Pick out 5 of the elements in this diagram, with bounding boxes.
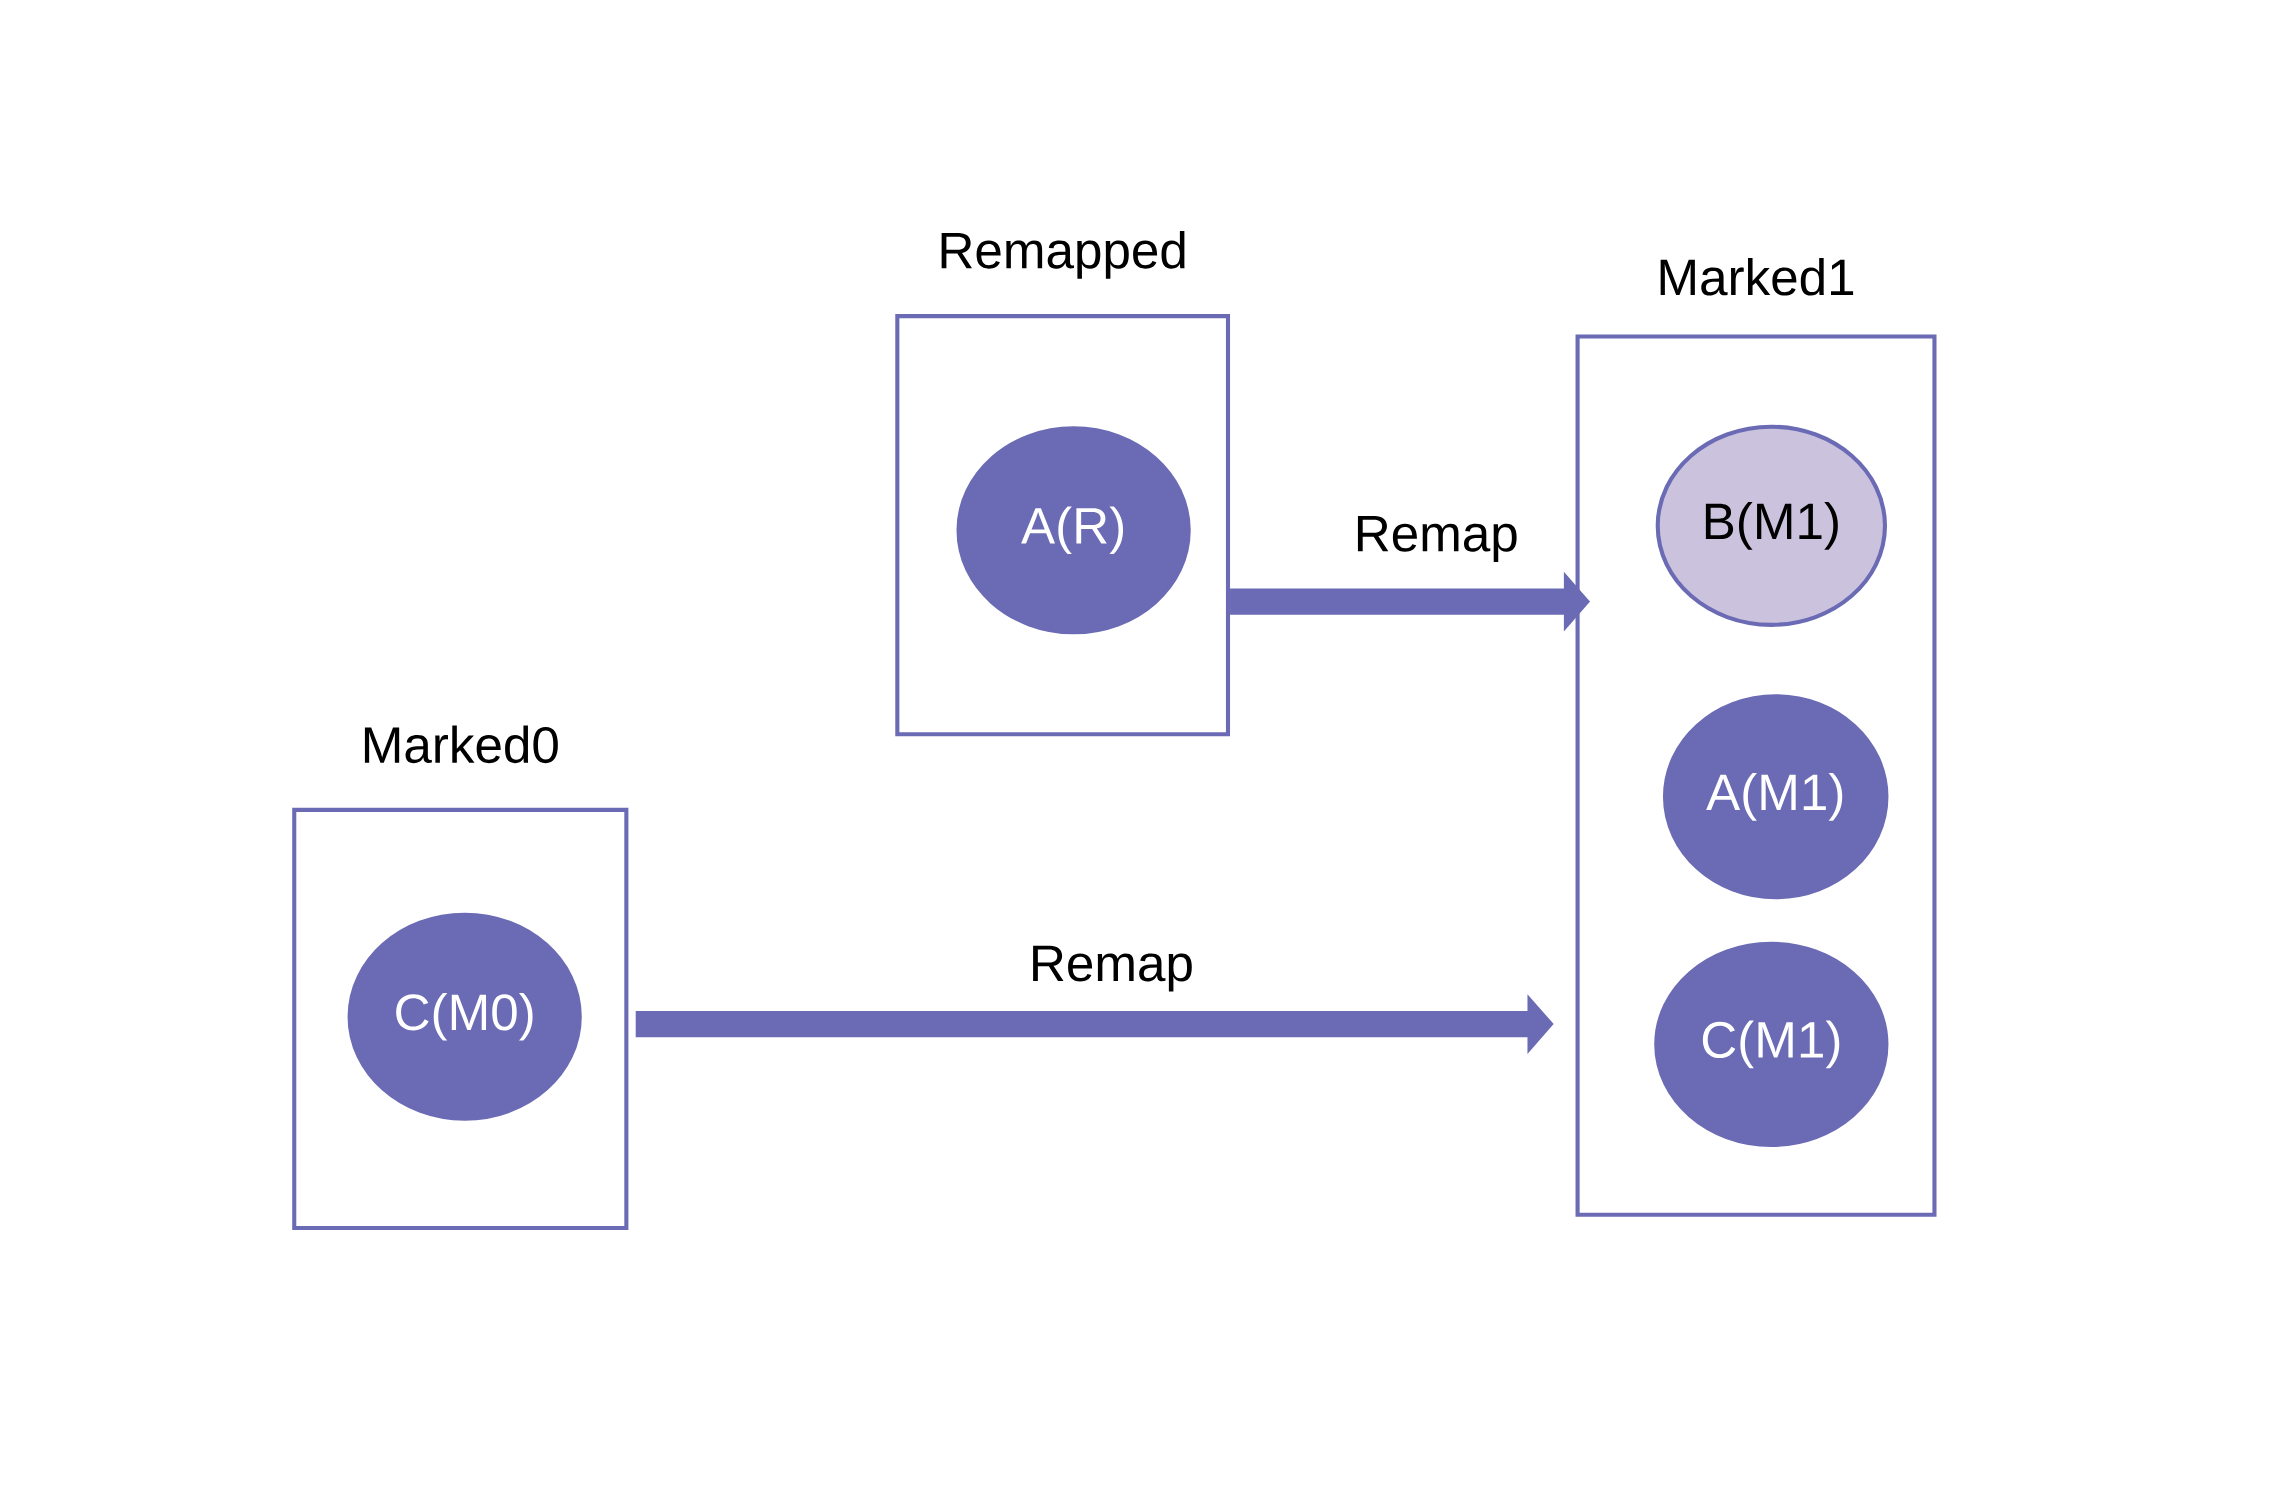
node-label: Marked1 xyxy=(1660,258,1854,296)
edge-label: Remap xyxy=(1349,512,1523,567)
edge-label: Remap xyxy=(1024,941,1199,996)
node-label: Remapped xyxy=(941,231,1185,279)
node-label: Marked0 xyxy=(364,725,558,764)
